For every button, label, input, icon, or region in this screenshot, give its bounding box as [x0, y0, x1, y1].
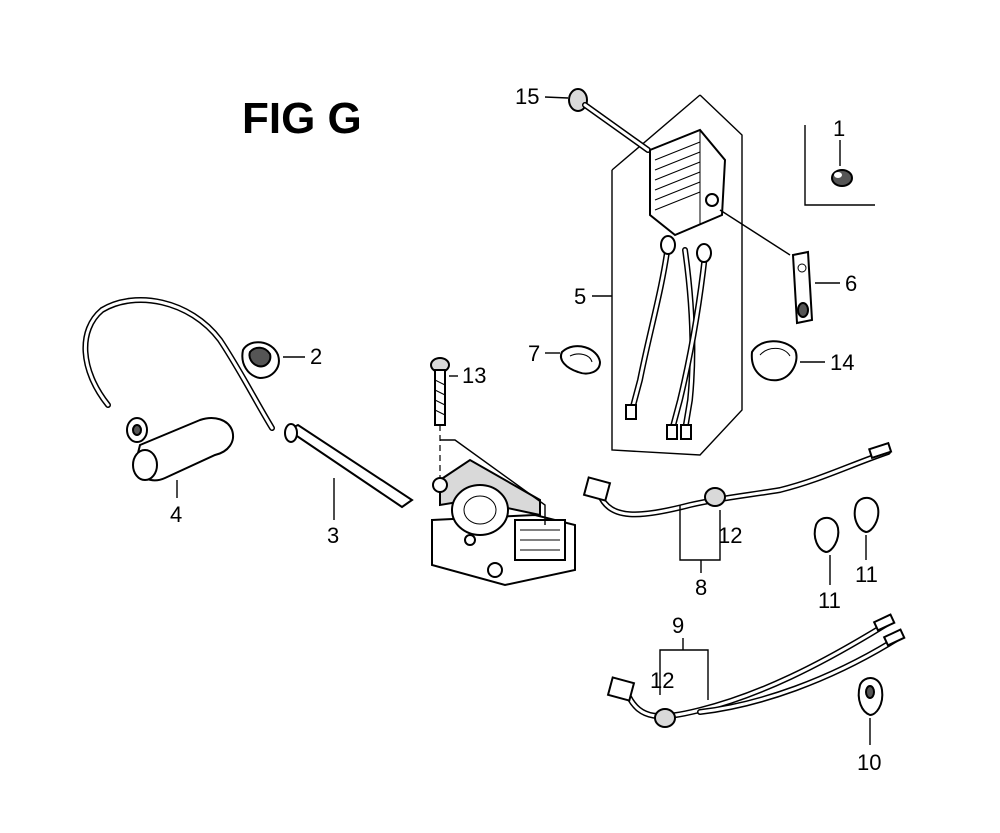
callout-7[interactable]: 7: [528, 341, 540, 366]
callout-2[interactable]: 2: [310, 344, 322, 369]
plate-part-6: [791, 250, 840, 325]
callout-10[interactable]: 10: [857, 750, 881, 775]
callout-11-right[interactable]: 11: [855, 562, 878, 587]
callout-13[interactable]: 13: [462, 363, 486, 388]
clip-part-11-right: [853, 496, 880, 560]
callout-1[interactable]: 1: [833, 116, 845, 141]
callout-11-left[interactable]: 11: [818, 588, 841, 613]
callout-3[interactable]: 3: [327, 523, 339, 548]
ignition-coil-part-3: [284, 357, 576, 587]
spark-plug-cap-part-4: [82, 297, 275, 498]
part-1-inset: [804, 125, 875, 206]
callout-12-lower[interactable]: 12: [650, 668, 674, 693]
grommet-part-2: [241, 341, 305, 380]
clip-part-10: [857, 677, 884, 745]
wire-harness-part-9: [606, 613, 906, 728]
callout-8[interactable]: 8: [695, 575, 707, 600]
regulator-group: [568, 88, 791, 456]
callout-4[interactable]: 4: [170, 502, 182, 527]
bolt-part-15: [568, 88, 651, 153]
callout-6[interactable]: 6: [845, 271, 857, 296]
regulator-body: [649, 128, 727, 237]
callout-14[interactable]: 14: [830, 350, 854, 375]
clamp-part-14: [750, 340, 825, 382]
figure-title: FIG G: [242, 94, 362, 143]
callout-15[interactable]: 15: [515, 84, 539, 109]
callout-9[interactable]: 9: [672, 613, 684, 638]
clip-part-7: [545, 345, 602, 375]
bolt-part-13: [430, 357, 450, 478]
clip-part-11-left: [813, 516, 840, 585]
wire-harness-part-8: [582, 441, 893, 561]
callout-5[interactable]: 5: [574, 284, 586, 309]
callout-12-upper[interactable]: 12: [718, 523, 742, 548]
